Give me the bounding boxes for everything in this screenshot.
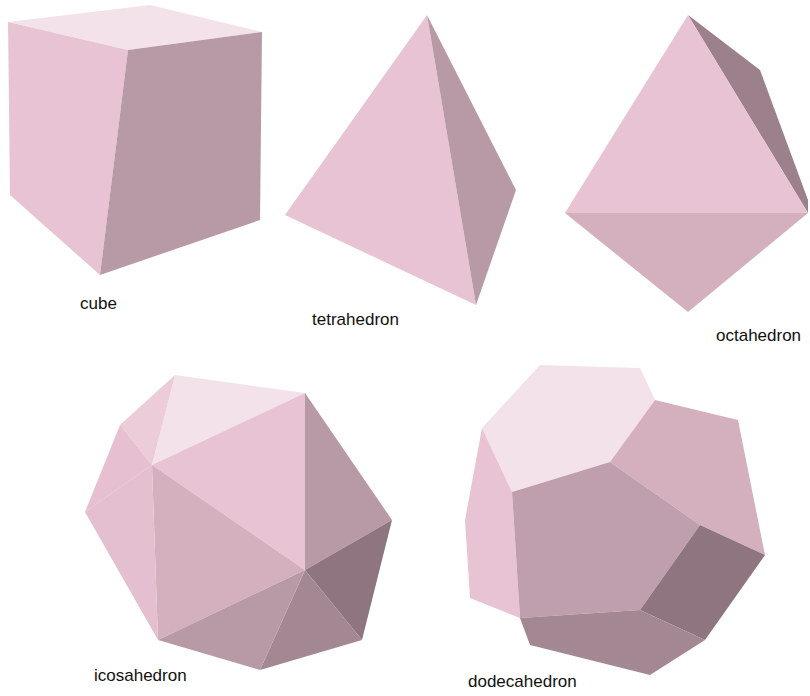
solid-name: octahedron (716, 326, 801, 346)
solid-name: icosahedron (94, 666, 187, 686)
dodecahedron-figure (465, 365, 765, 675)
solid-name: cube (80, 294, 117, 314)
cube-figure (8, 5, 262, 275)
tetrahedron-figure (285, 15, 516, 305)
icosahedron-figure (85, 375, 392, 670)
solid-name: dodecahedron (468, 672, 577, 692)
octahedron-figure (565, 15, 808, 312)
solid-name: tetrahedron (312, 310, 399, 330)
